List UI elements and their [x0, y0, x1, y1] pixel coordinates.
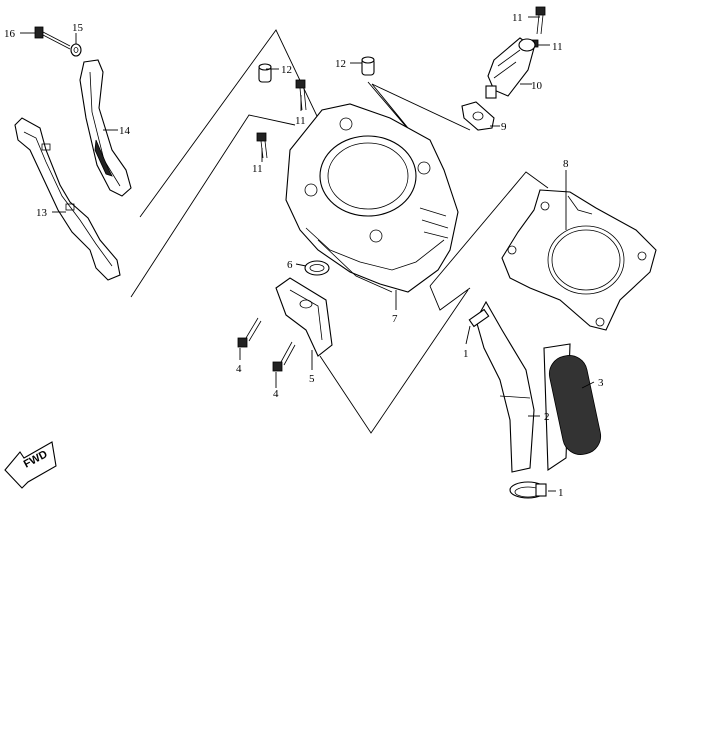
callout-11-top-a: 11 [512, 12, 523, 24]
part-16-bolt [34, 26, 71, 50]
part-2-hose [468, 300, 535, 473]
callout-4-b: 4 [273, 388, 279, 400]
part-1-hose-clamp [509, 481, 547, 499]
callout-8: 8 [563, 158, 569, 170]
part-8-cylinder-gasket [501, 189, 657, 331]
part-15-washer [70, 43, 82, 57]
callout-12-right: 12 [335, 58, 346, 70]
callout-7: 7 [392, 313, 398, 325]
callout-1-upper: 1 [463, 348, 469, 360]
part-4-bolt-a [237, 317, 262, 348]
leader-lines [20, 16, 595, 492]
callout-11-top-b: 11 [552, 41, 563, 53]
callout-1-lower: 1 [558, 487, 564, 499]
part-14-chain-guide [79, 59, 132, 197]
part-9-gasket [461, 101, 495, 131]
callout-11-lower: 11 [252, 163, 263, 175]
part-5-flange [275, 277, 333, 357]
callout-labels: 16 15 14 13 12 12 11 11 11 11 10 9 8 7 6… [4, 12, 604, 499]
part-11-bolt-top-a [535, 6, 546, 35]
part-12-dowel-right [361, 56, 375, 76]
part-7-cylinder-block [285, 103, 459, 293]
part-13-tensioner-guide [14, 117, 121, 281]
callout-10: 10 [531, 80, 543, 92]
callout-14: 14 [119, 125, 131, 137]
callout-13: 13 [36, 207, 48, 219]
callout-3: 3 [598, 377, 604, 389]
part-6-o-ring [304, 260, 330, 276]
part-10-cam-chain-tensioner [485, 37, 536, 99]
callout-5: 5 [309, 373, 315, 385]
assembly-zigzag-lines [130, 29, 549, 434]
callout-12-left: 12 [281, 64, 292, 76]
part-3-filter [543, 343, 602, 472]
callout-9: 9 [501, 121, 507, 133]
callout-2: 2 [544, 411, 550, 423]
part-12-dowel-left [258, 63, 272, 83]
callout-4-a: 4 [236, 363, 242, 375]
fwd-arrow-icon: FWD [4, 441, 57, 489]
callout-11-upper: 11 [295, 115, 306, 127]
part-4-bolt-b [272, 341, 296, 372]
callout-6: 6 [287, 259, 293, 271]
callout-15: 15 [72, 22, 84, 34]
callout-16: 16 [4, 28, 16, 40]
